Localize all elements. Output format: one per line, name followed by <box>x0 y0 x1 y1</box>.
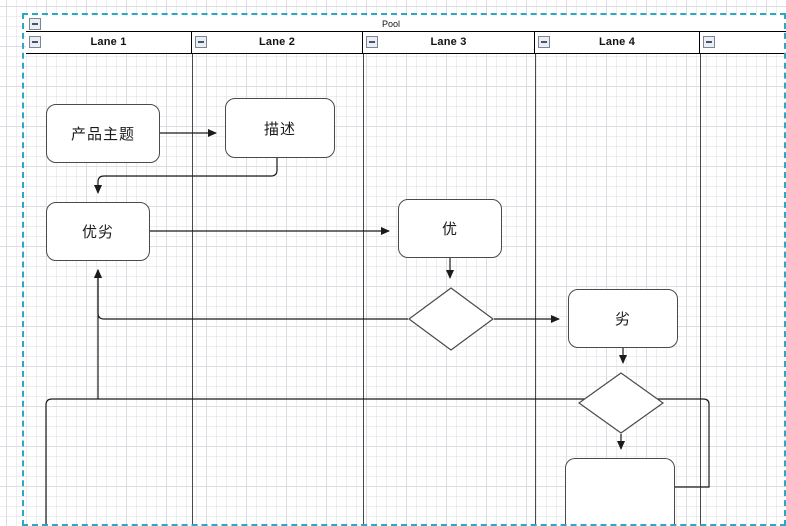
lane-header-1[interactable]: Lane 1 <box>26 32 192 53</box>
node-pros[interactable]: 优 <box>398 199 502 258</box>
node-label: 描述 <box>263 120 296 138</box>
node-pros-cons[interactable]: 优劣 <box>46 202 150 261</box>
pool-header[interactable]: Pool <box>26 16 786 32</box>
lane-divider-3 <box>535 54 536 526</box>
lane-label: Lane 2 <box>258 36 296 48</box>
node-empty-bottom[interactable] <box>565 458 675 526</box>
node-label: 优劣 <box>81 224 114 241</box>
pool-title: Pool <box>381 19 400 29</box>
lane-header-4[interactable]: Lane 4 <box>535 32 700 53</box>
lane-divider-1 <box>192 54 193 526</box>
lane-header-row: Lane 1 Lane 2 Lane 3 Lane 4 <box>26 32 786 54</box>
lane-divider-2 <box>363 54 364 526</box>
collapse-minus-icon[interactable] <box>366 36 378 48</box>
lane-label: Lane 4 <box>598 36 636 48</box>
node-description[interactable]: 描述 <box>225 98 335 158</box>
node-label: 优 <box>441 221 458 238</box>
collapse-minus-icon[interactable] <box>703 36 715 48</box>
collapse-minus-icon[interactable] <box>195 36 207 48</box>
collapse-minus-icon[interactable] <box>29 18 41 30</box>
node-product-theme[interactable]: 产品主题 <box>46 104 160 163</box>
lane-header-3[interactable]: Lane 3 <box>363 32 535 53</box>
node-label: 劣 <box>614 311 631 328</box>
lane-label: Lane 1 <box>90 36 127 48</box>
collapse-minus-icon[interactable] <box>538 36 550 48</box>
lane-header-5[interactable] <box>700 32 786 53</box>
node-cons[interactable]: 劣 <box>568 289 678 348</box>
lane-header-2[interactable]: Lane 2 <box>192 32 363 53</box>
node-gateway-1[interactable] <box>408 287 494 351</box>
node-label: 产品主题 <box>70 126 135 143</box>
lane-label: Lane 3 <box>430 36 467 48</box>
collapse-minus-icon[interactable] <box>29 36 41 48</box>
node-gateway-2[interactable] <box>578 372 664 434</box>
lane-divider-4 <box>700 54 701 526</box>
